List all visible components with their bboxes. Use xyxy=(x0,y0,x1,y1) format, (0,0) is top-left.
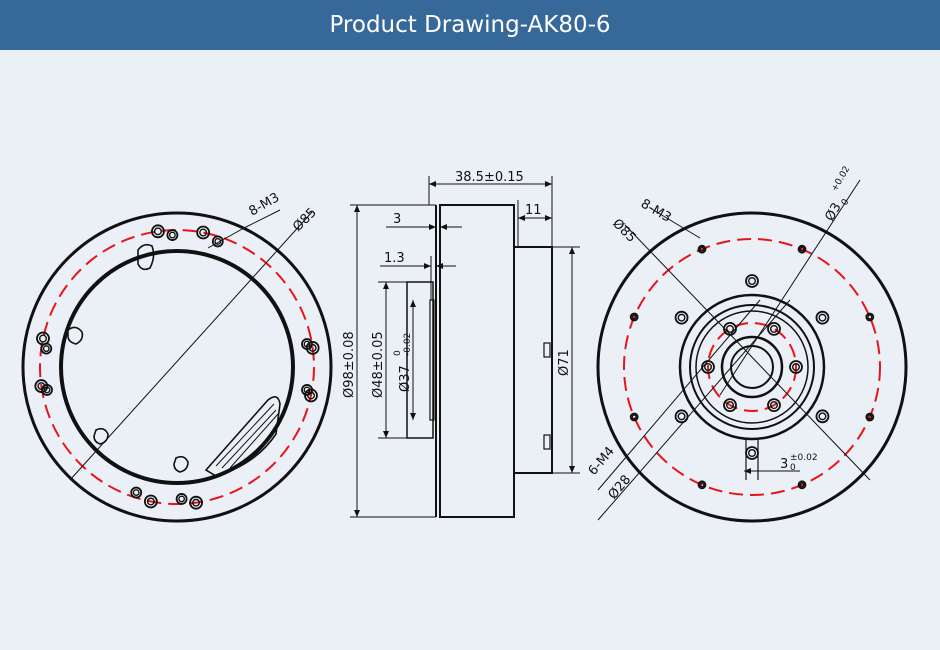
dim-bore-diameter-label: Ø48±0.05 xyxy=(371,331,386,398)
right-inner-hole xyxy=(789,360,803,374)
left-holes-label: 8-M3 xyxy=(247,190,283,219)
dim-shaft-diameter-label: Ø37 xyxy=(398,365,413,392)
left-hole xyxy=(40,342,53,355)
left-pcd-circle xyxy=(39,229,315,505)
dim-shaft-tol-lower: -0.02 xyxy=(403,333,413,356)
left-hole xyxy=(301,384,313,396)
right-mid-hole xyxy=(745,274,759,288)
right-outer-hole xyxy=(629,412,639,422)
left-hole xyxy=(143,494,158,509)
right-outer-hole xyxy=(865,312,875,322)
right-hole-group xyxy=(629,244,875,490)
dim-1-3-label: 1.3 xyxy=(384,251,405,266)
side-shaft xyxy=(406,281,434,439)
left-tabs xyxy=(67,243,281,477)
left-hole xyxy=(301,338,313,350)
right-mid-hole xyxy=(745,446,759,460)
right-inner-holes-label: 6-M4 xyxy=(586,444,618,479)
right-pin-tol-lower: 0 xyxy=(840,197,852,207)
side-shaft-inner xyxy=(429,299,435,421)
left-hole-group xyxy=(34,224,320,510)
right-inner-hole xyxy=(767,321,781,336)
dim-11-label: 11 xyxy=(525,203,542,218)
slot-label: 3 xyxy=(780,457,788,472)
right-inner-hole xyxy=(723,398,737,413)
slot-tol-lower: 0 xyxy=(790,463,796,473)
right-mid-hole xyxy=(674,409,689,424)
dim-outer-diameter-label: Ø98±0.08 xyxy=(342,331,357,398)
side-body xyxy=(439,204,515,518)
right-inner-hole xyxy=(723,321,737,336)
right-outer-circle xyxy=(596,211,908,523)
right-mid-hole xyxy=(815,310,830,325)
left-hole xyxy=(175,493,188,505)
left-hole-leader xyxy=(207,227,245,249)
right-outer-hole xyxy=(797,244,807,254)
right-outer-hole xyxy=(697,480,707,490)
dim-3-label: 3 xyxy=(393,212,401,227)
left-dia-line xyxy=(69,211,313,481)
page-header: Product Drawing-AK80-6 xyxy=(0,0,940,50)
right-shaft-outer xyxy=(720,335,784,399)
right-pcd-label: Ø85 xyxy=(609,216,639,246)
right-inner-pcd xyxy=(707,322,797,412)
right-pin-tol-upper: +0.02 xyxy=(830,165,852,194)
right-mid-hole xyxy=(674,310,689,325)
left-view: 8-M3 Ø85 xyxy=(21,190,333,523)
right-shaft-inner xyxy=(730,345,774,389)
right-inner-pcd-label: Ø28 xyxy=(606,472,635,502)
right-boss-inner xyxy=(689,304,815,430)
side-key-top xyxy=(543,342,551,358)
dim-shaft-tol-upper: 0 xyxy=(393,350,403,356)
page-title: Product Drawing-AK80-6 xyxy=(329,12,611,38)
slot-tol-upper: ±0.02 xyxy=(790,453,818,463)
left-hole xyxy=(151,224,165,239)
drawing-canvas: 8-M3 Ø85 38.5±0.15 3 11 1.3 Ø9 xyxy=(0,50,940,645)
right-boss-circle xyxy=(678,293,826,441)
right-outer-hole xyxy=(629,312,639,322)
right-outer-hole xyxy=(865,412,875,422)
left-hole xyxy=(130,486,143,499)
side-view: 38.5±0.15 3 11 1.3 Ø98±0.08 Ø48±0.05 Ø37… xyxy=(342,170,580,518)
right-view: 3 ±0.02 0 8-M3 Ø85 Ø3 +0.02 0 6-M4 Ø28 xyxy=(586,165,908,523)
left-outer-circle xyxy=(21,211,333,523)
left-hole xyxy=(189,495,203,510)
left-hole-leader-2 xyxy=(243,209,281,229)
dim-step-diameter-label: Ø71 xyxy=(557,349,572,376)
right-hub-circle xyxy=(695,310,809,424)
right-pcd-circle xyxy=(623,238,881,496)
left-diameter-label: Ø85 xyxy=(290,205,320,235)
dim-length-label: 38.5±0.15 xyxy=(455,170,524,185)
side-key-bottom xyxy=(543,434,551,450)
right-inner-hole xyxy=(767,398,781,413)
right-outer-hole xyxy=(697,244,707,254)
left-hole xyxy=(41,384,53,396)
left-hole xyxy=(196,225,211,240)
side-step xyxy=(513,246,553,474)
right-mid-hole xyxy=(815,409,830,424)
drawing-svg: 8-M3 Ø85 38.5±0.15 3 11 1.3 Ø9 xyxy=(21,165,908,523)
right-outer-hole xyxy=(797,480,807,490)
right-holes-label: 8-M3 xyxy=(638,196,674,225)
left-hole xyxy=(166,229,179,241)
left-bore-circle xyxy=(59,249,295,485)
